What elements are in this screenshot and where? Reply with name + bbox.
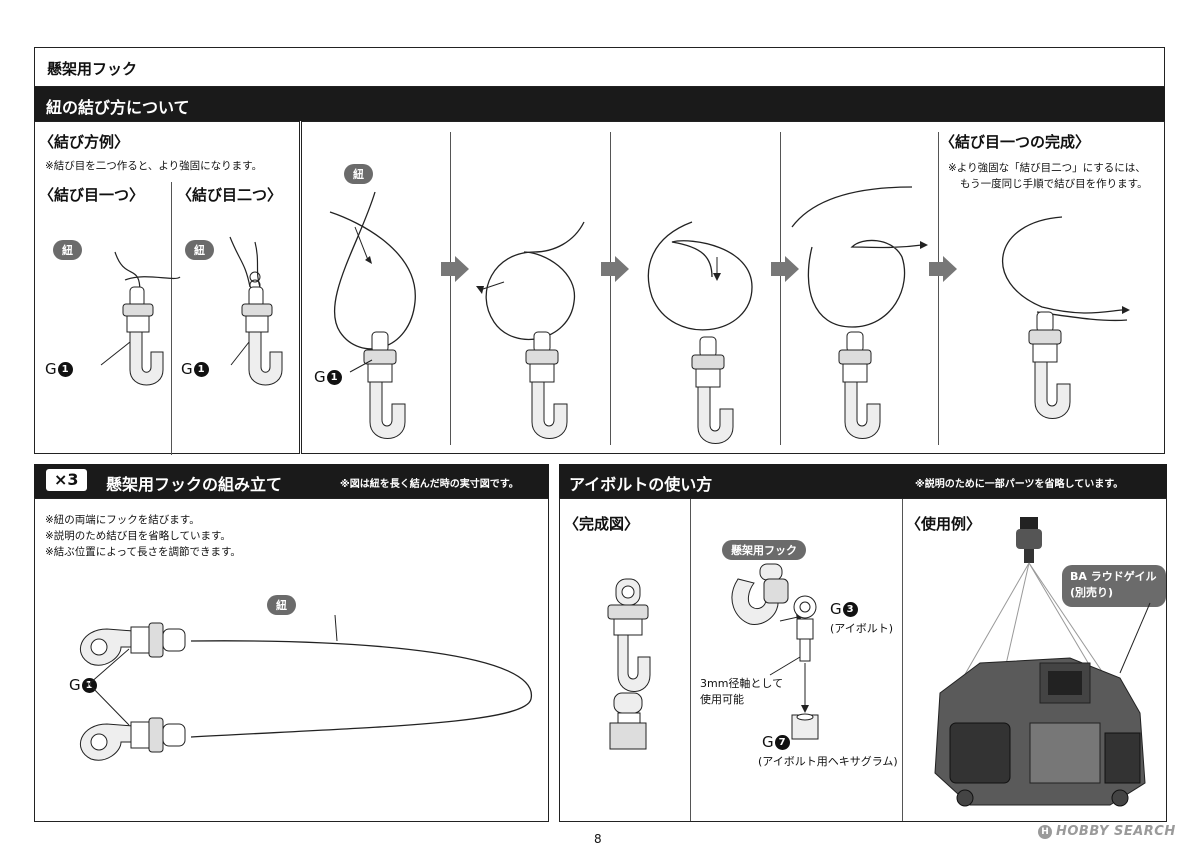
assembly-section-title: 懸架用フックの組み立て (106, 475, 283, 494)
complete-note-2: もう一度同じ手順で結び目を作ります。 (960, 178, 1148, 190)
complete-title: 〈結び目一つの完成〉 (940, 133, 1091, 151)
string-label-step1: 紐 (344, 164, 373, 184)
step-divider-3 (780, 132, 781, 445)
examples-divider (171, 182, 172, 455)
page-title: 懸架用フック (47, 60, 138, 78)
eyebolt-divider-1 (690, 499, 691, 821)
single-knot-label: 〈結び目一つ〉 (39, 186, 145, 204)
eyebolt-section-bar: アイボルトの使い方 ※説明のために一部パーツを省略しています。 (559, 464, 1167, 498)
hook-single-knot-illustration (100, 251, 181, 386)
watermark-text: HOBBY SEARCH (1056, 824, 1176, 839)
step-divider-1 (450, 132, 451, 445)
eyebolt-complete-illustration (607, 578, 651, 750)
string-label-double: 紐 (185, 240, 214, 260)
assembly-section-bar: ×3 懸架用フックの組み立て ※図は紐を長く結んだ時の実寸図です。 (34, 464, 549, 498)
assembly-illustration (79, 614, 532, 761)
step-divider-4 (938, 132, 939, 445)
complete-note-1: ※より強固な「結び目二つ」にするには、 (948, 162, 1146, 174)
complete-diagram-label: 〈完成図〉 (564, 515, 640, 533)
g3-desc: (アイボルト) (830, 622, 894, 635)
examples-note: ※結び目を二つ作ると、より強固になります。 (45, 160, 263, 172)
examples-title: 〈結び方例〉 (39, 133, 130, 151)
page-number: 8 (594, 832, 602, 846)
hook-label: 懸架用フック (722, 540, 806, 560)
eyebolt-section-note: ※説明のために一部パーツを省略しています。 (915, 479, 1124, 490)
step-arrow-3 (771, 256, 799, 282)
product-label-2: (別売り) (1070, 586, 1114, 599)
knot-steps-panel: 〈結び目一つの完成〉 ※より強固な「結び目二つ」にするには、 もう一度同じ手順で… (301, 121, 1165, 454)
knot-step-4-illustration (791, 186, 928, 439)
knot-section-title: 紐の結び方について (46, 98, 190, 117)
assembly-panel: ※紐の両端にフックを結びます。 ※説明のため結び目を省略しています。 ※結ぶ位置… (34, 498, 549, 822)
knot-section-bar: 紐の結び方について (34, 87, 1165, 121)
eyebolt-parts-illustration (731, 563, 819, 740)
page-header: 懸架用フック (34, 47, 1165, 87)
knot-examples-panel: 〈結び方例〉 ※結び目を二つ作ると、より強固になります。 〈結び目一つ〉 〈結び… (34, 121, 300, 455)
hook-double-knot-illustration (229, 236, 283, 386)
usage-example-label: 〈使用例〉 (906, 515, 982, 533)
knot-step-1-illustration (329, 191, 416, 439)
eyebolt-section-title: アイボルトの使い方 (569, 475, 713, 494)
step-arrow-4 (929, 256, 957, 282)
knot-step-2-illustration (476, 221, 585, 439)
product-label-box: BA ラウドゲイル (別売り) (1062, 565, 1166, 607)
g7-desc: (アイボルト用ヘキサグラム) (758, 755, 898, 768)
usage-example-illustration (934, 517, 1151, 807)
double-knot-label: 〈結び目二つ〉 (177, 186, 283, 204)
knot-complete-illustration (1002, 216, 1130, 419)
shaft-note-1: 3mm径軸として (700, 677, 784, 690)
assembly-note-1: ※紐の両端にフックを結びます。 (45, 514, 200, 526)
knot-step-3-illustration (647, 221, 753, 444)
assembly-section-note: ※図は紐を長く結んだ時の実寸図です。 (340, 479, 519, 490)
assembly-count-badge: ×3 (46, 469, 87, 491)
assembly-note-3: ※結ぶ位置によって長さを調節できます。 (45, 546, 241, 558)
step-divider-2 (610, 132, 611, 445)
shaft-note-2: 使用可能 (700, 693, 744, 706)
watermark-logo-icon: H (1038, 824, 1052, 839)
assembly-string-label: 紐 (267, 595, 296, 615)
product-label-1: BA ラウドゲイル (1070, 570, 1157, 583)
assembly-note-2: ※説明のため結び目を省略しています。 (45, 530, 231, 542)
string-label-single: 紐 (53, 240, 82, 260)
watermark: H HOBBY SEARCH (1038, 824, 1176, 839)
eyebolt-divider-2 (902, 499, 903, 821)
step-arrow-1 (441, 256, 469, 282)
step-arrow-2 (601, 256, 629, 282)
